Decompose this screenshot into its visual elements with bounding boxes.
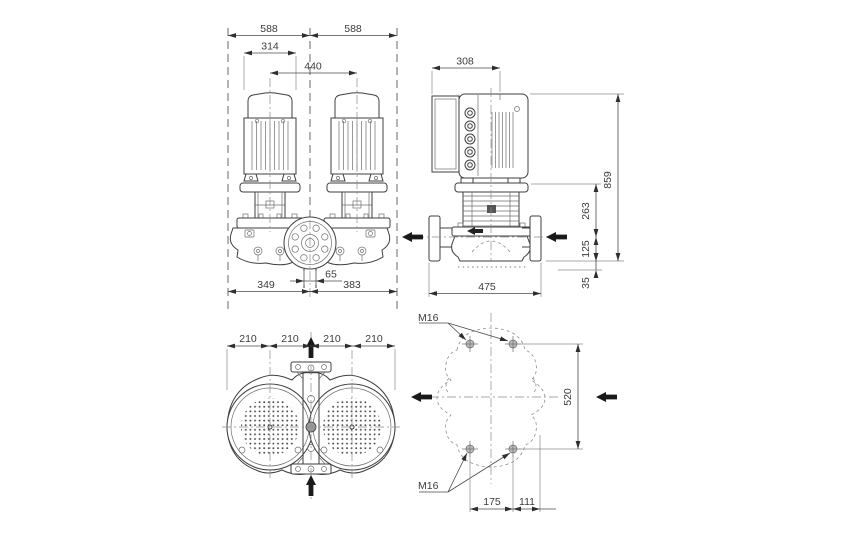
dimension-475: 475 [428,263,542,297]
dim-label: 383 [343,279,361,291]
dim-label: 210 [323,333,341,345]
volute-details [244,229,376,261]
top-view: 210 210 210 210 [222,332,400,502]
dimension-859: 859 [530,93,624,262]
dimension-111: 111 [513,435,556,512]
dim-label: 314 [261,41,279,53]
dim-label: 35 [580,277,592,289]
bolt-callout-upper: M16 [418,312,509,344]
cable-glands [464,107,476,171]
flow-arrow-top-icon [306,337,316,358]
dim-label: 520 [562,388,574,406]
terminal-box [431,95,460,173]
dimension-35: 35 [558,253,602,289]
dimension-175: 175 [469,455,514,512]
dim-label: 175 [483,496,501,508]
flow-arrow-bottom-icon [306,475,316,496]
dimension-520: 520 [519,343,583,450]
base-detail-right [532,377,537,395]
dimension-588-left: 588 [228,23,310,38]
dim-label: 111 [519,496,535,508]
dim-label: 210 [281,333,299,345]
port-flange-right [522,215,542,262]
bolt-size-label: M16 [418,480,439,492]
dim-label: 349 [257,279,275,291]
pump-top-flange [451,226,532,237]
pump-base-hidden-outline [436,327,546,468]
front-view: 588 588 314 440 65 [227,23,398,310]
bolt-callout-lower: M16 [418,450,512,493]
dim-label: 210 [239,333,257,345]
dimension-210-chain: 210 210 210 210 [226,333,396,390]
port-flange-left [428,215,452,262]
dim-label: 475 [478,281,496,293]
flow-arrow-inlet-plan-icon [596,392,617,402]
motor-stool-flange [454,182,529,193]
anchor-bolt-holes [462,336,521,457]
internal-flow-arrow-icon [467,227,483,235]
dim-label: 308 [456,56,474,68]
dimension-349: 349 [228,279,310,294]
flow-arrow-outlet-plan-icon [411,392,432,402]
dim-label: 210 [365,333,383,345]
dim-label: 65 [325,269,337,281]
dim-label: 263 [580,202,592,220]
flow-arrow-outlet-icon [402,232,423,242]
dim-label: 440 [304,61,322,73]
dimension-440: 440 [270,61,357,76]
dimension-263: 263 [531,183,601,237]
flow-arrow-inlet-icon [546,232,567,242]
foundation-view: M16 M16 520 [411,312,617,512]
motor-side [458,93,529,184]
bolt-size-label: M16 [418,312,439,324]
dim-label: 859 [602,171,614,189]
base-detail-left [445,377,450,395]
dimension-308: 308 [431,56,501,94]
dim-label: 588 [260,23,278,35]
dimension-314: 314 [243,41,297,90]
side-view: 308 475 859 263 1 [402,56,624,297]
dimension-383: 383 [310,279,397,294]
dimension-65: 65 [290,269,342,285]
dim-label: 125 [580,240,592,258]
dim-label: 588 [344,23,362,35]
dimension-588-right: 588 [310,23,397,38]
